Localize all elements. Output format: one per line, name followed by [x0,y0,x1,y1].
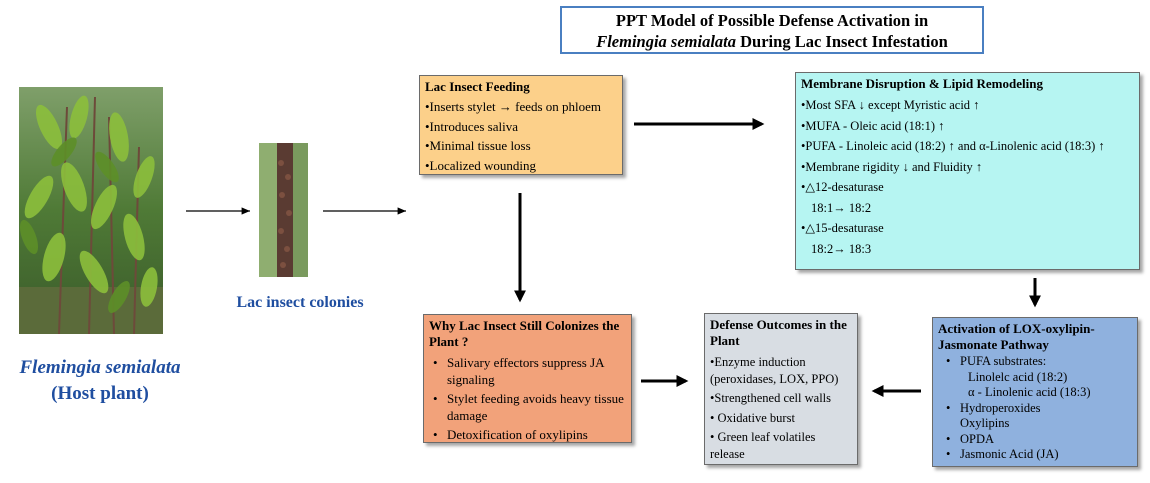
colonize-item: Stylet feeding avoids heavy tissue damag… [433,391,626,424]
host-plant-photo [19,87,163,334]
lox-subitem: α - Linolenic acid (18:3) [968,385,1091,399]
diagram-title: PPT Model of Possible Defense Activation… [560,6,984,54]
membrane-item: •MUFA - Oleic acid (18:1) ↑ [801,118,945,133]
defense-heading: Defense Outcomes in the Plant [710,317,847,348]
lox-box: Activation of LOX-oxylipin-Jasmonate Pat… [932,317,1138,467]
lox-heading: Activation of LOX-oxylipin-Jasmonate Pat… [938,321,1095,352]
lox-item: PUFA substrates: Linolelc acid (18:2) α … [946,354,1132,401]
defense-item: •Enzyme induction (peroxidases, LOX, PPO… [710,355,839,386]
lox-subitem: Oxylipins [960,416,1010,430]
host-plant-name: Flemingia semialata [19,357,181,378]
host-plant-caption: Flemingia semialata (Host plant) [0,355,200,407]
feeding-item: •Localized wounding [425,157,537,173]
membrane-item: •PUFA - Linoleic acid (18:2) ↑ and α-Lin… [801,139,1105,153]
defense-box: Defense Outcomes in the Plant •Enzyme in… [704,313,858,465]
feeding-item: •Minimal tissue loss [425,138,531,153]
lac-colony-photo [259,143,308,277]
lox-item-text: PUFA substrates: [960,354,1047,368]
membrane-item: •△15-desaturase [801,221,884,235]
lox-item-text: Hydroperoxides [960,400,1041,415]
membrane-item: 18:1→ 18:2 [811,200,872,215]
feeding-box: Lac Insect Feeding •Inserts stylet → fee… [419,75,623,175]
defense-item: • Oxidative burst [710,410,795,425]
feeding-heading: Lac Insect Feeding [425,79,530,94]
lox-subitem: Linolelc acid (18:2) [968,369,1068,384]
lox-item: OPDA [946,432,1132,448]
membrane-item: •Membrane rigidity ↓ and Fluidity ↑ [801,159,983,174]
title-species: Flemingia semialata [596,32,737,51]
defense-item: • Green leaf volatiles release [710,430,816,461]
host-plant-label: (Host plant) [51,383,149,404]
lox-item: Hydroperoxides Oxylipins [946,400,1132,432]
colonize-box: Why Lac Insect Still Colonizes the Plant… [423,314,632,443]
title-line-2: Flemingia semialata During Lac Insect In… [562,31,982,52]
feeding-item: •Inserts stylet → feeds on phloem [425,99,602,114]
feeding-item: •Introduces saliva [425,118,518,134]
membrane-item: •△12-desaturase [801,180,884,194]
colonize-item: Salivary effectors suppress JA signaling [433,355,626,388]
title-line-1: PPT Model of Possible Defense Activation… [615,11,929,30]
colonize-heading: Why Lac Insect Still Colonizes the Plant… [429,318,620,349]
lac-colonies-caption: Lac insect colonies [236,294,364,311]
colonize-item: Detoxification of oxylipins [433,427,626,444]
title-rest: During Lac Insect Infestation [736,32,948,51]
membrane-item: •Most SFA ↓ except Myristic acid ↑ [801,98,980,112]
defense-item: •Strengthened cell walls [710,391,832,405]
membrane-box: Membrane Disruption & Lipid Remodeling •… [795,72,1140,270]
lac-colony-image [259,143,308,277]
lox-item: Jasmonic Acid (JA) [946,447,1132,463]
plant-image [19,87,163,334]
membrane-heading: Membrane Disruption & Lipid Remodeling [801,76,1043,91]
membrane-item: 18:2→ 18:3 [811,241,872,256]
